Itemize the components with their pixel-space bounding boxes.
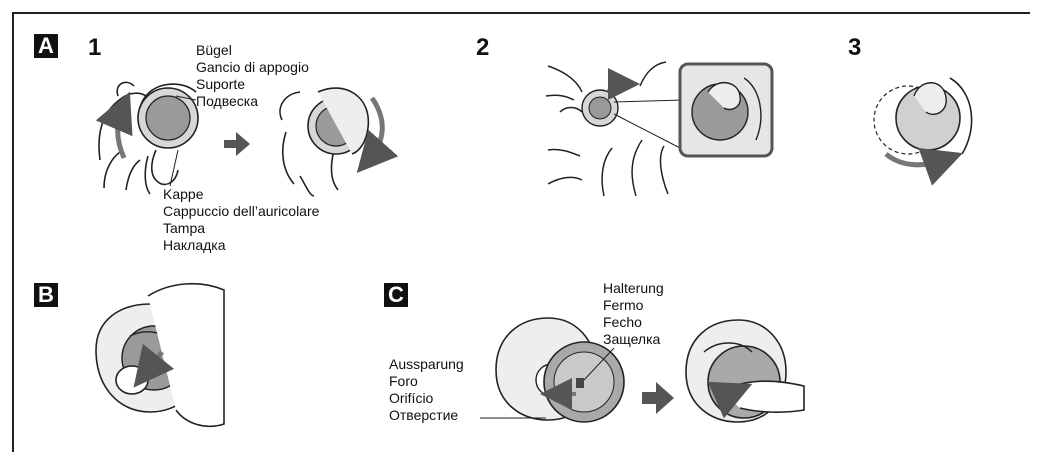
a1-step-arrow bbox=[224, 132, 250, 156]
a1-rotate-arrow-right bbox=[370, 98, 382, 158]
a1-rotate-arrow-left bbox=[118, 110, 124, 158]
a1-earphone-right bbox=[308, 88, 368, 154]
a2-zoom-callout bbox=[680, 64, 772, 156]
c-step-arrow bbox=[642, 382, 674, 414]
a3-earphone bbox=[874, 78, 972, 154]
a3-rotate-arrow bbox=[886, 154, 944, 165]
a2-callout-line-1 bbox=[614, 100, 684, 102]
a2-insert-arrow bbox=[608, 84, 624, 92]
a2-face-outline bbox=[546, 62, 668, 196]
a1-earphone-left bbox=[138, 84, 198, 148]
a2-callout-line-2 bbox=[614, 114, 684, 150]
c-earphone-left bbox=[496, 318, 624, 422]
a2-earphone bbox=[582, 90, 618, 126]
c-earphone-right bbox=[686, 320, 804, 422]
